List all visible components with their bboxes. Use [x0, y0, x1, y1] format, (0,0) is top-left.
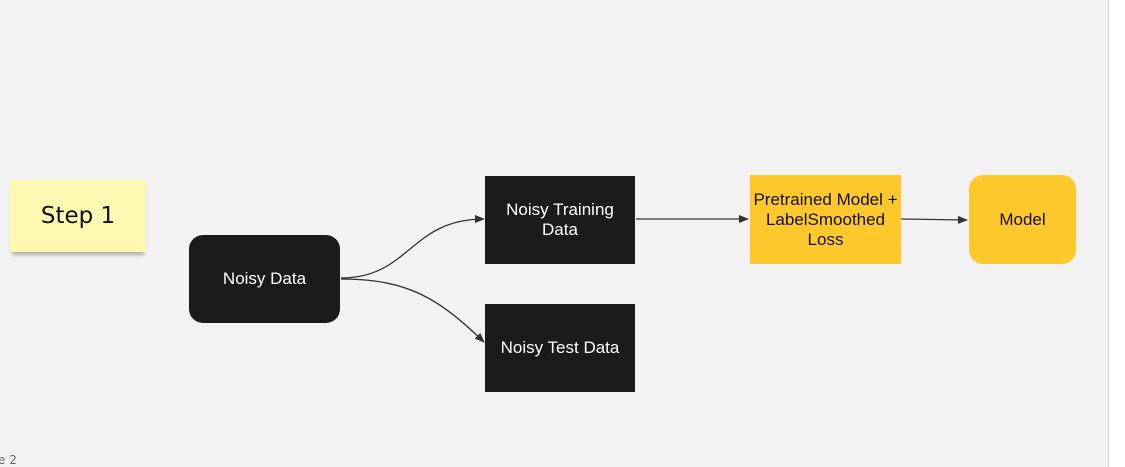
sticky-note-step-1[interactable]: Step 1 [10, 180, 146, 252]
node-noisy-data[interactable]: Noisy Data [189, 235, 340, 323]
edge-noisy-to-test [340, 278, 485, 343]
right-scrollbar[interactable] [1108, 0, 1125, 467]
sticky-note-text: Step 1 [40, 203, 116, 229]
edge-noisy-to-training [340, 215, 485, 279]
node-noisy-test-data[interactable]: Noisy Test Data [485, 304, 635, 392]
node-label: Noisy Training Data [506, 200, 614, 239]
node-model[interactable]: Model [969, 175, 1076, 264]
node-label: Pretrained Model + LabelSmoothed Loss [753, 189, 898, 249]
node-pretrained-model[interactable]: Pretrained Model + LabelSmoothed Loss [750, 175, 901, 264]
page-label: e 2 [0, 453, 17, 467]
node-label: Noisy Test Data [500, 338, 620, 357]
node-label: Noisy Data [222, 269, 307, 288]
node-label: Model [999, 209, 1046, 229]
node-noisy-training-data[interactable]: Noisy Training Data [485, 176, 635, 264]
edge-pretrained-to-model [900, 215, 968, 224]
